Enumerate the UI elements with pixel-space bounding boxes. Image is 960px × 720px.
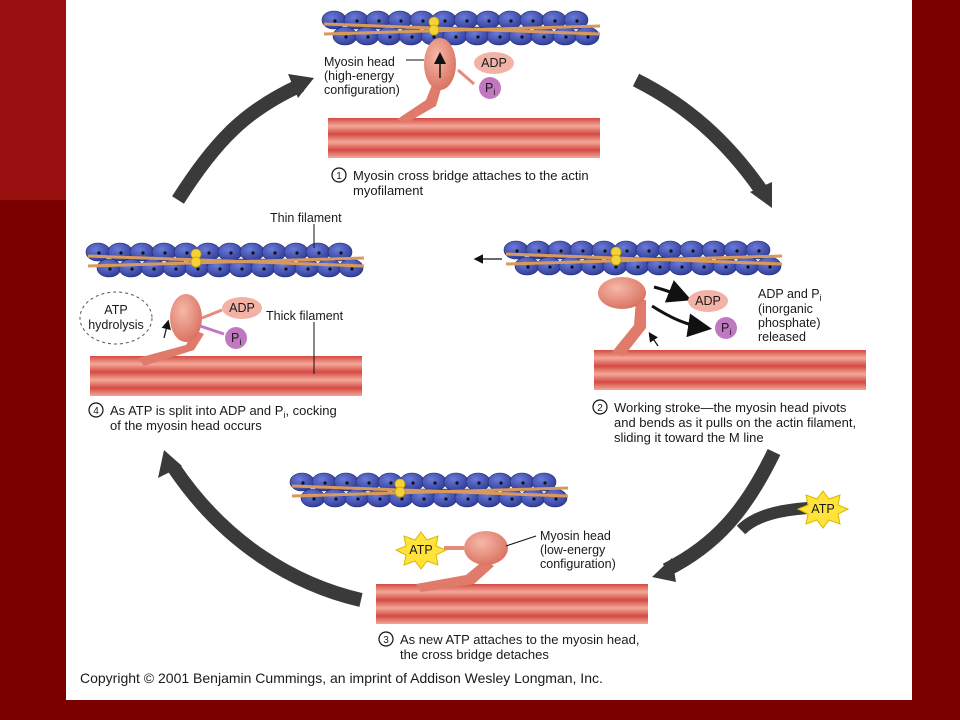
adp-label: ADP bbox=[481, 56, 507, 70]
thin-filament bbox=[321, 10, 601, 46]
thin-filament bbox=[85, 242, 365, 278]
atp-star bbox=[394, 531, 448, 570]
svg-text:Pi: Pi bbox=[485, 81, 495, 97]
step-1-caption-2: myofilament bbox=[353, 183, 423, 198]
thick-filament bbox=[376, 584, 648, 624]
release-label-1: ADP and P bbox=[758, 287, 820, 301]
pi-label: P bbox=[485, 81, 493, 95]
thin-filament-label: Thin filament bbox=[270, 211, 342, 225]
step-1-caption-1: Myosin cross bridge attaches to the acti… bbox=[353, 168, 589, 183]
adp-label: ADP bbox=[229, 301, 255, 315]
pi-bubble bbox=[715, 317, 737, 339]
adp-bubble bbox=[474, 52, 514, 74]
step-3-caption-1: As new ATP attaches to the myosin head, bbox=[400, 632, 639, 647]
troponin bbox=[428, 24, 440, 36]
tropomyosin-strand bbox=[87, 256, 365, 268]
thick-filament-label: Thick filament bbox=[266, 309, 344, 323]
step-1-panel: ADP Pi Myosin head (high-energy configur… bbox=[321, 10, 601, 198]
adp-bubble bbox=[688, 290, 728, 312]
atp-entry-arrow bbox=[736, 502, 809, 535]
myosin-head-label-3: configuration) bbox=[540, 557, 616, 571]
thin-filament bbox=[503, 240, 783, 276]
tropomyosin-strand bbox=[291, 486, 569, 498]
step-4-caption-1a: As ATP is split into ADP and P bbox=[110, 403, 283, 418]
myosin-head-label-3: configuration) bbox=[324, 83, 400, 97]
myosin-head-label-1: Myosin head bbox=[324, 55, 395, 69]
step-4-number: 4 bbox=[93, 406, 99, 417]
hydrolysis-label-1: ATP bbox=[104, 303, 127, 317]
thick-filament bbox=[90, 356, 362, 396]
myosin-neck bbox=[138, 330, 204, 366]
myosin-head-label-2: (low-energy bbox=[540, 543, 606, 557]
step-2-panel: ADP Pi ADP and Pi (inorganic phosphate) … bbox=[473, 240, 866, 445]
tropomyosin-strand bbox=[323, 24, 601, 36]
troponin bbox=[394, 486, 406, 498]
release-label-4: released bbox=[758, 330, 806, 344]
pi-bubble bbox=[225, 327, 247, 349]
step-4-panel: Thin filament Thick filament ATP hydroly… bbox=[79, 211, 365, 433]
step-4-caption-2: of the myosin head occurs bbox=[110, 418, 262, 433]
thin-filament bbox=[289, 472, 569, 508]
cycle-arrow-1-to-2 bbox=[632, 73, 767, 195]
step-2-caption-1: Working stroke—the myosin head pivots bbox=[614, 400, 847, 415]
step-2-caption-2: and bends as it pulls on the actin filam… bbox=[614, 415, 856, 430]
thick-filament bbox=[594, 350, 866, 390]
svg-text:As ATP is split into ADP and P: As ATP is split into ADP and Pi, cocking bbox=[110, 403, 337, 420]
atp-label: ATP bbox=[409, 543, 432, 557]
thick-filament bbox=[328, 118, 600, 158]
cycle-arrow-2-to-3 bbox=[662, 448, 781, 577]
release-label-2: (inorganic bbox=[758, 302, 813, 316]
cycle-arrow-4-to-1 bbox=[172, 78, 304, 204]
incoming-atp-star bbox=[796, 490, 850, 529]
adp-bubble bbox=[222, 297, 262, 319]
pi-bubble bbox=[479, 77, 501, 99]
hydrolysis-bubble bbox=[79, 291, 153, 345]
tropomyosin-strand bbox=[505, 254, 783, 266]
svg-text:Pi: Pi bbox=[231, 331, 241, 347]
step-3-number: 3 bbox=[383, 635, 389, 646]
adp-label: ADP bbox=[695, 294, 721, 308]
myosin-neck bbox=[416, 560, 494, 592]
myosin-head bbox=[170, 294, 202, 342]
cycle-arrow-3-to-4 bbox=[168, 464, 363, 607]
step-3-caption-2: the cross bridge detaches bbox=[400, 647, 549, 662]
copyright-notice: Copyright © 2001 Benjamin Cummings, an i… bbox=[80, 670, 603, 686]
svg-text:ADP and Pi: ADP and Pi bbox=[758, 287, 822, 303]
hydrolysis-label-2: hydrolysis bbox=[88, 318, 144, 332]
pi-label: P bbox=[721, 321, 729, 335]
cross-bridge-cycle-figure: ADP Pi Myosin head (high-energy configur… bbox=[66, 0, 912, 700]
myosin-head-label-1: Myosin head bbox=[540, 529, 611, 543]
release-label-3: phosphate) bbox=[758, 316, 821, 330]
troponin bbox=[610, 254, 622, 266]
myosin-head-label-2: (high-energy bbox=[324, 69, 395, 83]
myosin-head bbox=[464, 531, 508, 565]
pi-label: P bbox=[231, 331, 239, 345]
step-2-number: 2 bbox=[597, 403, 603, 414]
troponin bbox=[190, 256, 202, 268]
myosin-head bbox=[598, 277, 646, 309]
myosin-neck bbox=[612, 300, 646, 356]
step-1-number: 1 bbox=[336, 171, 342, 182]
cycle-arrows bbox=[158, 73, 809, 607]
step-3-panel: ATP ATP Myosin head (low-energy configur… bbox=[289, 472, 850, 662]
svg-text:Pi: Pi bbox=[721, 321, 731, 337]
incoming-atp-label: ATP bbox=[811, 502, 834, 516]
step-2-caption-3: sliding it toward the M line bbox=[614, 430, 764, 445]
